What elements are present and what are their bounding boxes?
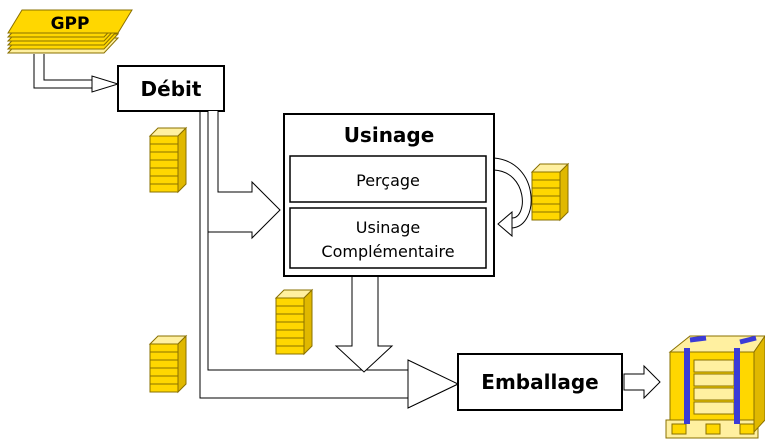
gpp-stock: GPP xyxy=(6,9,133,54)
stacked-sheets-icon xyxy=(530,162,570,222)
usinage-title: Usinage xyxy=(344,123,435,147)
usinage-complementaire-line2: Complémentaire xyxy=(321,242,454,261)
debit-box: Débit xyxy=(117,65,225,112)
pallet-icon xyxy=(665,335,765,439)
stock-icon-left-top xyxy=(148,126,188,194)
usinage-complementaire-box: Usinage Complémentaire xyxy=(289,207,487,269)
emballage-box: Emballage xyxy=(457,353,623,411)
percage-label: Perçage xyxy=(356,171,420,190)
debit-to-usinage-arrow xyxy=(207,111,281,240)
stacked-sheets-icon xyxy=(6,9,133,54)
loop-arrow-icon xyxy=(493,157,532,238)
emballage-label: Emballage xyxy=(481,370,598,394)
stacked-sheets-icon xyxy=(148,126,188,194)
stock-icon-mid xyxy=(274,288,314,356)
gpp-label: GPP xyxy=(51,14,90,34)
stacked-sheets-icon xyxy=(274,288,314,356)
usinage-complementaire-line1: Usinage xyxy=(356,218,420,237)
stacked-sheets-icon xyxy=(148,334,188,394)
stock-icon-right xyxy=(530,162,570,222)
gpp-to-debit-arrow xyxy=(33,54,120,93)
percage-box: Perçage xyxy=(289,155,487,203)
emballage-to-pallet-arrow xyxy=(623,364,661,400)
stock-icon-left-bottom xyxy=(148,334,188,394)
debit-label: Débit xyxy=(141,77,202,101)
usinage-to-emballage-arrow xyxy=(334,275,394,373)
debit-to-emballage-arrow xyxy=(199,111,460,409)
